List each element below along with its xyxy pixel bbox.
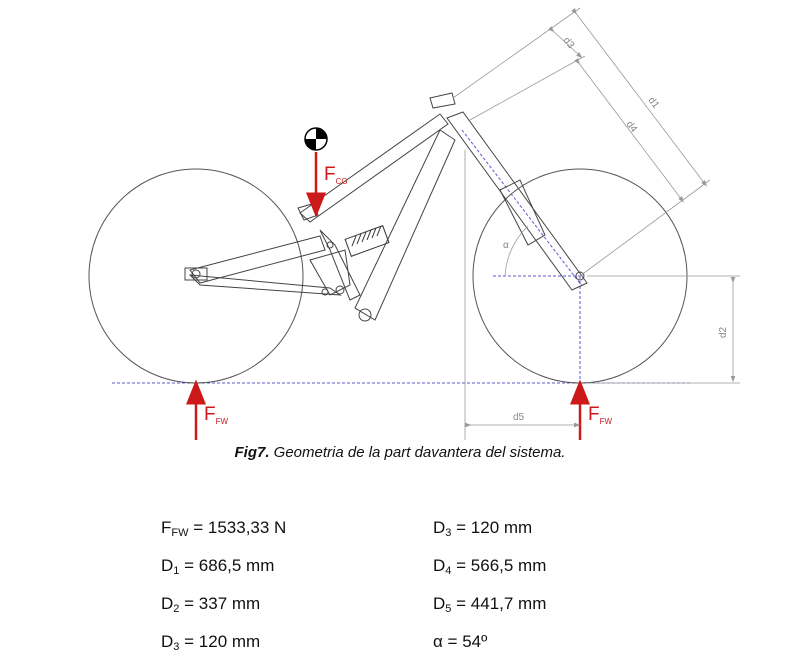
angle-alpha-label: α bbox=[503, 240, 509, 251]
front-force-sub: FW bbox=[600, 417, 613, 426]
result-d1: D1 = 686,5 mm bbox=[161, 556, 275, 577]
result-d2: D2 = 337 mm bbox=[161, 594, 261, 615]
svg-text:FFW: FFW bbox=[204, 404, 228, 426]
result-alpha: α = 54º bbox=[433, 632, 488, 651]
result-d3-right: D3 = 120 mm bbox=[433, 518, 533, 539]
bike-geometry-diagram: FCG FFW FFW d1 d3 d4 d2 d5 α bbox=[88, 7, 740, 440]
figure-caption: Fig7. Geometria de la part davantera del… bbox=[0, 444, 800, 461]
cg-force-label: F bbox=[324, 164, 336, 185]
front-force-label: F bbox=[588, 404, 600, 425]
rear-force-label: F bbox=[204, 404, 216, 425]
dimension-lines bbox=[452, 7, 740, 440]
bike-frame bbox=[184, 92, 588, 322]
center-of-gravity-icon bbox=[304, 127, 328, 151]
result-ffw: FFW = 1533,33 N bbox=[161, 518, 287, 539]
rear-force-sub: FW bbox=[216, 417, 229, 426]
cg-force-sub: CG bbox=[336, 177, 348, 186]
result-d5: D5 = 441,7 mm bbox=[433, 594, 547, 615]
figure-number: Fig7. bbox=[234, 444, 270, 461]
steering-axis-line bbox=[461, 129, 583, 287]
result-d4: D4 = 566,5 mm bbox=[433, 556, 547, 577]
dim-d5-label: d5 bbox=[513, 412, 525, 423]
svg-text:FCG: FCG bbox=[324, 164, 348, 186]
svg-text:FFW: FFW bbox=[588, 404, 612, 426]
result-d3-left: D3 = 120 mm bbox=[161, 632, 261, 653]
rear-shock bbox=[344, 225, 390, 257]
dim-d2-label: d2 bbox=[718, 326, 729, 338]
figure-caption-text: Geometria de la part davantera del siste… bbox=[273, 444, 566, 461]
